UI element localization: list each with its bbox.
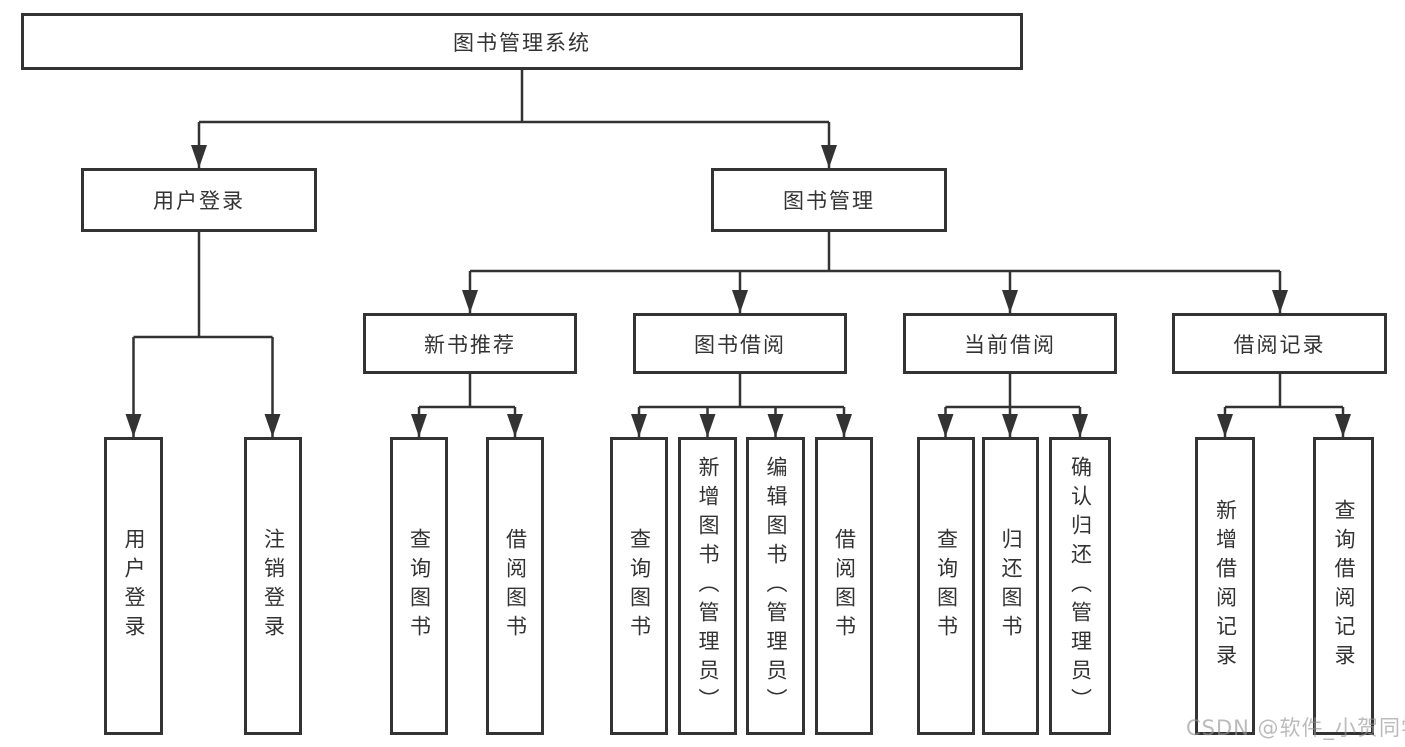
node-label: 编辑图书（管理员）: [764, 455, 788, 717]
node-user-login: 用户登录: [81, 168, 317, 232]
leaf-query-borrow-record: 查询借阅记录: [1313, 437, 1374, 735]
node-label: 图书管理系统: [453, 30, 591, 55]
node-label: 用户登录: [153, 189, 245, 213]
node-label: 图书管理: [783, 189, 875, 213]
node-label: 查询借阅记录: [1332, 499, 1356, 673]
node-system-root: 图书管理系统: [21, 13, 1023, 70]
node-new-book-recommend: 新书推荐: [363, 313, 577, 374]
node-label: 查询图书: [627, 528, 652, 644]
leaf-return-book: 归还图书: [982, 437, 1039, 735]
node-label: 新增借阅记录: [1213, 499, 1238, 673]
node-label: 新书推荐: [424, 332, 516, 357]
leaf-add-book-admin: 新增图书（管理员）: [678, 437, 737, 735]
node-label: 图书借阅: [694, 332, 786, 357]
csdn-watermark: CSDN @软件_小贺同学: [1186, 716, 1405, 740]
node-label: 确认归还（管理员）: [1068, 455, 1093, 717]
node-label: 注销登录: [261, 528, 286, 644]
node-label: 归还图书: [999, 528, 1023, 644]
node-label: 用户登录: [122, 528, 146, 644]
node-borrow-record: 借阅记录: [1172, 313, 1387, 374]
leaf-query-books-3: 查询图书: [917, 437, 975, 735]
leaf-logout: 注销登录: [244, 437, 302, 735]
node-current-borrow: 当前借阅: [903, 313, 1117, 374]
node-label: 查询图书: [407, 528, 432, 644]
node-label: 借阅记录: [1233, 332, 1326, 357]
node-book-borrow: 图书借阅: [633, 313, 847, 374]
leaf-borrow-books-2: 借阅图书: [815, 437, 873, 735]
node-book-management: 图书管理: [711, 168, 947, 232]
leaf-query-books-2: 查询图书: [610, 437, 668, 735]
node-label: 借阅图书: [832, 528, 857, 644]
node-label: 查询图书: [934, 528, 959, 644]
node-label: 借阅图书: [503, 528, 528, 644]
leaf-add-borrow-record: 新增借阅记录: [1195, 437, 1255, 735]
leaf-borrow-books-1: 借阅图书: [486, 437, 544, 735]
node-label: 新增图书（管理员）: [696, 455, 720, 717]
leaf-query-books-1: 查询图书: [390, 437, 448, 735]
leaf-edit-book-admin: 编辑图书（管理员）: [746, 437, 805, 735]
leaf-confirm-return-admin: 确认归还（管理员）: [1049, 437, 1111, 735]
leaf-user-login: 用户登录: [104, 437, 163, 735]
node-label: 当前借阅: [964, 332, 1056, 357]
